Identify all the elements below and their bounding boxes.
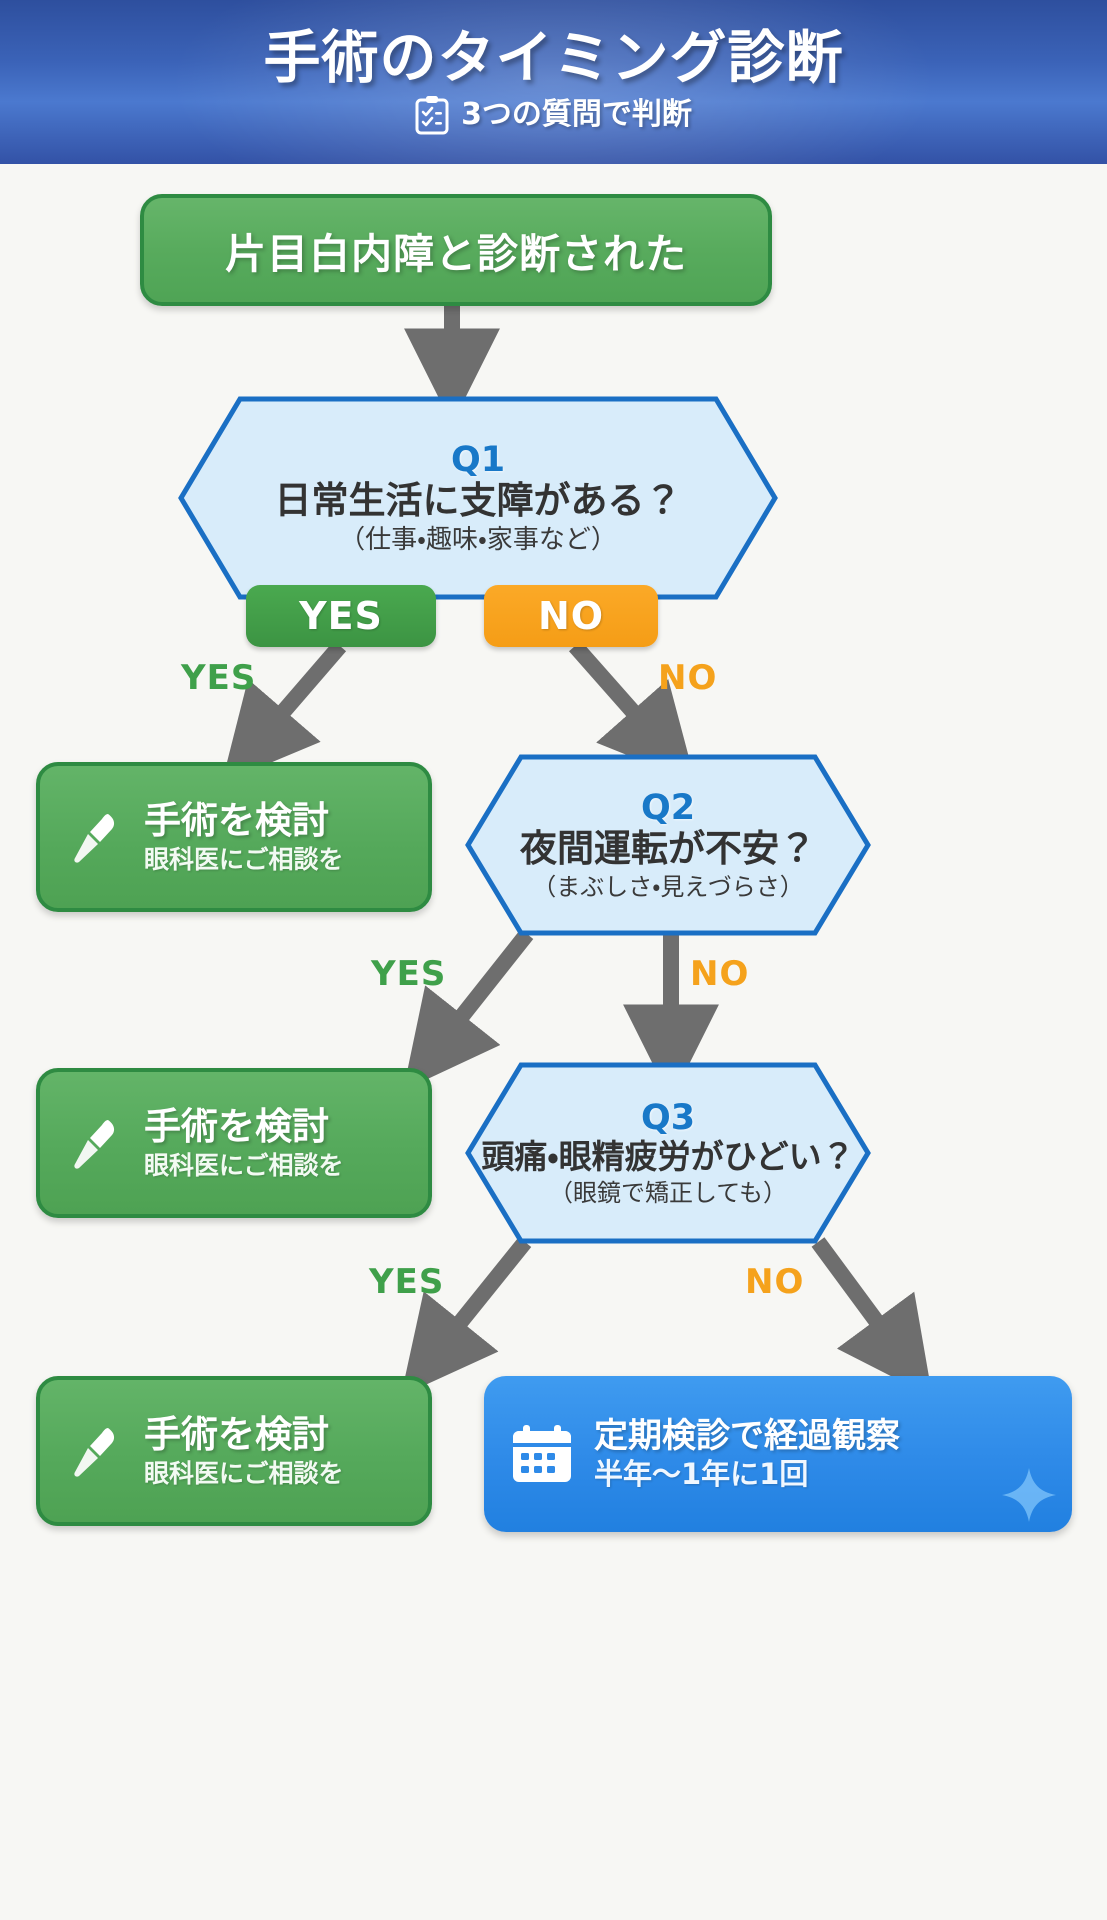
header-subtitle-row: 3つの質問で判断 [415, 95, 692, 135]
flowchart-canvas: 片目白内障と診断された Q1 日常生活に支障がある？ （仕事・趣味・家事など） … [0, 164, 1107, 1920]
q3-text: 頭痛・眼精疲労がひどい？ [481, 1136, 855, 1176]
q2-tag: Q2 [640, 787, 696, 828]
arrow-q1-no [569, 640, 696, 783]
q1-no-badge-label: NO [537, 594, 605, 638]
scalpel-icon [74, 814, 115, 863]
q2-no-arrow-label: NO [690, 954, 750, 994]
q2-yes-arrow-label: YES [371, 954, 447, 994]
q2-note: （まぶしさ・見えづらさ） [532, 872, 804, 901]
q3-note: （眼鏡で矯正しても） [548, 1178, 788, 1207]
result-2-main: 手術を検討 [144, 1104, 329, 1148]
clipboard-check-icon [415, 95, 449, 134]
q3-no-arrow-label: NO [745, 1262, 805, 1302]
result-3-sub: 眼科医にご相談を [144, 1458, 344, 1488]
q3-yes-arrow-label: YES [369, 1262, 445, 1302]
question-node-q1[interactable]: Q1 日常生活に支障がある？ （仕事・趣味・家事など） [178, 396, 778, 600]
sparkle-icon [1002, 1468, 1056, 1522]
q1-yes-badge[interactable]: YES [246, 585, 436, 647]
result-2-sub: 眼科医にご相談を [144, 1150, 344, 1180]
scalpel-icon [74, 1428, 115, 1477]
q1-no-arrow-label: NO [658, 658, 718, 698]
q1-yes-badge-label: YES [299, 594, 383, 638]
observe-main-label: 定期検診で経過観察 [594, 1416, 900, 1457]
page-header: 手術のタイミング診断 3つの質問で判断 [0, 0, 1107, 164]
hexagon-shape [178, 396, 778, 600]
result-1-sub: 眼科医にご相談を [144, 844, 344, 874]
start-node[interactable]: 片目白内障と診断された [140, 194, 772, 306]
result-node-3[interactable]: 手術を検討 眼科医にご相談を [36, 1376, 432, 1526]
scalpel-icon [74, 1120, 115, 1169]
question-node-q3[interactable]: Q3 頭痛・眼精疲労がひどい？ （眼鏡で矯正しても） [465, 1062, 871, 1244]
result-node-1[interactable]: 手術を検討 眼科医にご相談を [36, 762, 432, 912]
q1-no-badge[interactable]: NO [484, 585, 658, 647]
q1-tag: Q1 [450, 439, 506, 480]
page-subtitle: 3つの質問で判断 [461, 96, 692, 132]
observe-sub-label: 半年〜1年に1回 [594, 1457, 809, 1492]
result-3-main: 手術を検討 [144, 1412, 329, 1456]
q1-text: 日常生活に支障がある？ [274, 479, 682, 523]
result-1-main: 手術を検討 [144, 798, 329, 842]
hexagon-shape [465, 754, 871, 936]
page-title: 手術のタイミング診断 [263, 24, 844, 91]
q1-yes-arrow-label: YES [181, 658, 257, 698]
result-node-2[interactable]: 手術を検討 眼科医にご相談を [36, 1068, 432, 1218]
q2-text: 夜間運転が不安？ [520, 827, 816, 871]
start-node-label: 片目白内障と診断された [225, 230, 687, 278]
arrow-q3-no [811, 1237, 933, 1398]
question-node-q2[interactable]: Q2 夜間運転が不安？ （まぶしさ・見えづらさ） [465, 754, 871, 936]
q1-note: （仕事・趣味・家事など） [339, 524, 617, 555]
q3-tag: Q3 [640, 1097, 696, 1138]
observe-node[interactable]: 定期検診で経過観察 半年〜1年に1回 [484, 1376, 1072, 1532]
arrow-q1-yes [221, 640, 347, 784]
calendar-icon [513, 1425, 571, 1482]
hexagon-shape [465, 1062, 871, 1244]
arrow-q2-yes [403, 929, 534, 1091]
